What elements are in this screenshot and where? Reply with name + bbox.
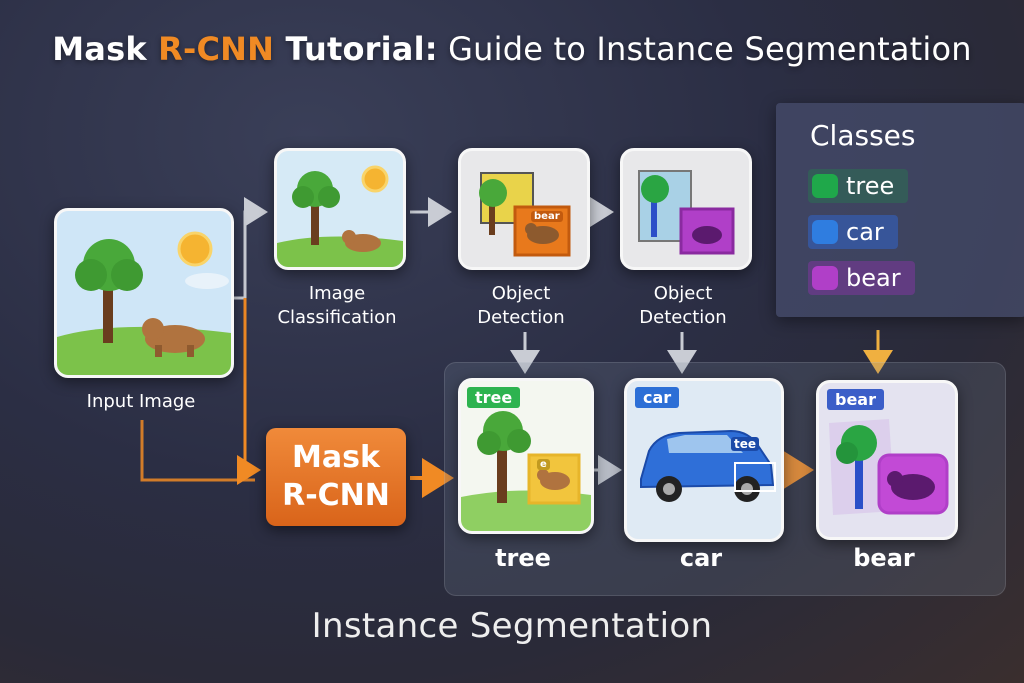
bear-result-card: bear <box>816 380 958 540</box>
object-detection-card-b <box>620 148 752 270</box>
class-item-bear: bear <box>808 261 915 295</box>
title-tutorial: Tutorial: <box>274 30 438 68</box>
detection-scene-icon-a <box>461 151 587 267</box>
input-scene-icon <box>57 211 231 375</box>
car-swatch <box>812 220 838 244</box>
image-classification-label: Image Classification <box>262 282 412 330</box>
tree-tag: tree <box>467 387 521 408</box>
object-detection-card-a: bear <box>458 148 590 270</box>
car-caption: car <box>679 544 723 572</box>
tree-result-card: tree e <box>458 378 594 534</box>
class-label: bear <box>846 264 901 292</box>
object-detection-label-a: Object Detection <box>446 282 596 330</box>
tree-caption: tree <box>495 544 551 572</box>
class-item-car: car <box>808 215 898 249</box>
label-line: Detection <box>639 307 727 328</box>
classes-title: Classes <box>810 119 916 152</box>
class-label: car <box>846 218 884 246</box>
instance-segmentation-title: Instance Segmentation <box>311 606 713 646</box>
input-image-label: Input Image <box>86 391 196 412</box>
label-line: Object <box>653 283 713 304</box>
bear-caption: bear <box>853 544 915 572</box>
label-line: Detection <box>477 307 565 328</box>
car-tag: car <box>635 387 680 408</box>
mask-rcnn-line1: Mask <box>292 440 380 475</box>
classes-panel: Classes tree car bear <box>776 103 1024 317</box>
bear-tag: bear <box>827 389 884 410</box>
car-inner-tag: tee <box>731 437 760 451</box>
class-item-tree: tree <box>808 169 909 203</box>
tree-swatch <box>812 174 838 198</box>
class-label: tree <box>846 172 895 200</box>
label-line: Object <box>491 283 551 304</box>
object-detection-label-b: Object Detection <box>608 282 758 330</box>
label-line: Image <box>308 283 366 304</box>
mask-rcnn-block: Mask R-CNN <box>266 428 406 526</box>
mask-rcnn-line2: R-CNN <box>282 478 390 513</box>
bear-small-tag: e <box>537 459 550 470</box>
title-rcnn: R-CNN <box>158 30 275 68</box>
title-mask: Mask <box>52 30 159 68</box>
bear-box-tag: bear <box>531 211 563 222</box>
car-result-card: car tee <box>624 378 784 542</box>
page-title: Mask R-CNN Tutorial: Guide to Instance S… <box>0 30 1024 68</box>
bear-swatch <box>812 266 838 290</box>
input-image-card <box>54 208 234 378</box>
image-classification-card <box>274 148 406 270</box>
classification-scene-icon <box>277 151 403 267</box>
label-line: Classification <box>277 307 397 328</box>
title-subtitle: Guide to Instance Segmentation <box>437 30 972 68</box>
detection-scene-icon-b <box>623 151 749 267</box>
